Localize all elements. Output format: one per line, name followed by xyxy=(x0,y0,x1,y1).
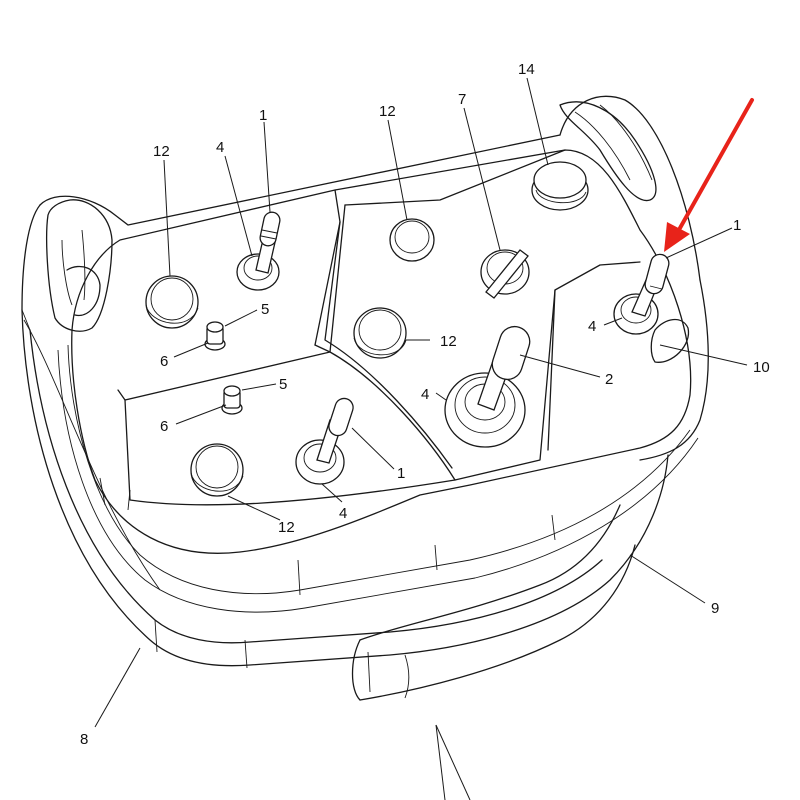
callout-12-middle: 12 xyxy=(440,333,457,350)
callout-4-top-left: 4 xyxy=(216,139,224,156)
leader-lines xyxy=(94,77,748,800)
callout-5-upper: 5 xyxy=(261,301,269,318)
panel-dividers xyxy=(117,149,641,506)
callout-1-right: 1 xyxy=(733,217,741,234)
callout-labels: 14 12 7 12 4 1 5 6 5 6 12 4 2 1 4 12 1 4… xyxy=(80,61,770,748)
push-button-lower-left xyxy=(190,443,244,497)
red-arrow-shaft xyxy=(678,98,754,230)
joystick-right xyxy=(613,253,670,335)
joystick-lower-left xyxy=(295,397,354,485)
push-button-mid-top xyxy=(389,218,435,262)
red-arrow-indicator xyxy=(664,98,754,252)
joystick-upper-left xyxy=(236,211,281,291)
callout-4-center: 4 xyxy=(421,386,429,403)
callout-6-lower: 6 xyxy=(160,418,168,435)
callout-1-bottom-left: 1 xyxy=(397,465,405,482)
callout-5-lower: 5 xyxy=(279,376,287,393)
emergency-stop-button xyxy=(531,161,589,211)
toggle-switch-lower xyxy=(221,385,243,415)
push-button-middle xyxy=(353,307,407,359)
callout-7: 7 xyxy=(458,91,466,108)
callout-12-top-left: 12 xyxy=(153,143,170,160)
console-body xyxy=(21,95,709,701)
side-indicator-slot xyxy=(650,318,690,363)
callout-4-bottom-left: 4 xyxy=(339,505,347,522)
toggle-switch-upper xyxy=(204,321,226,351)
callout-8: 8 xyxy=(80,731,88,748)
callout-1-top-left: 1 xyxy=(259,107,267,124)
callout-9: 9 xyxy=(711,600,719,617)
rotary-selector xyxy=(480,249,530,299)
red-arrow-head xyxy=(664,222,690,252)
callout-14: 14 xyxy=(518,61,535,78)
callout-10: 10 xyxy=(753,359,770,376)
callout-12-top-mid: 12 xyxy=(379,103,396,120)
callout-12-bottom: 12 xyxy=(278,519,295,536)
callout-6-upper: 6 xyxy=(160,353,168,370)
callout-4-right: 4 xyxy=(588,318,596,335)
push-button-upper-left xyxy=(145,275,199,329)
main-joystick xyxy=(444,325,531,448)
callout-2: 2 xyxy=(605,371,613,388)
